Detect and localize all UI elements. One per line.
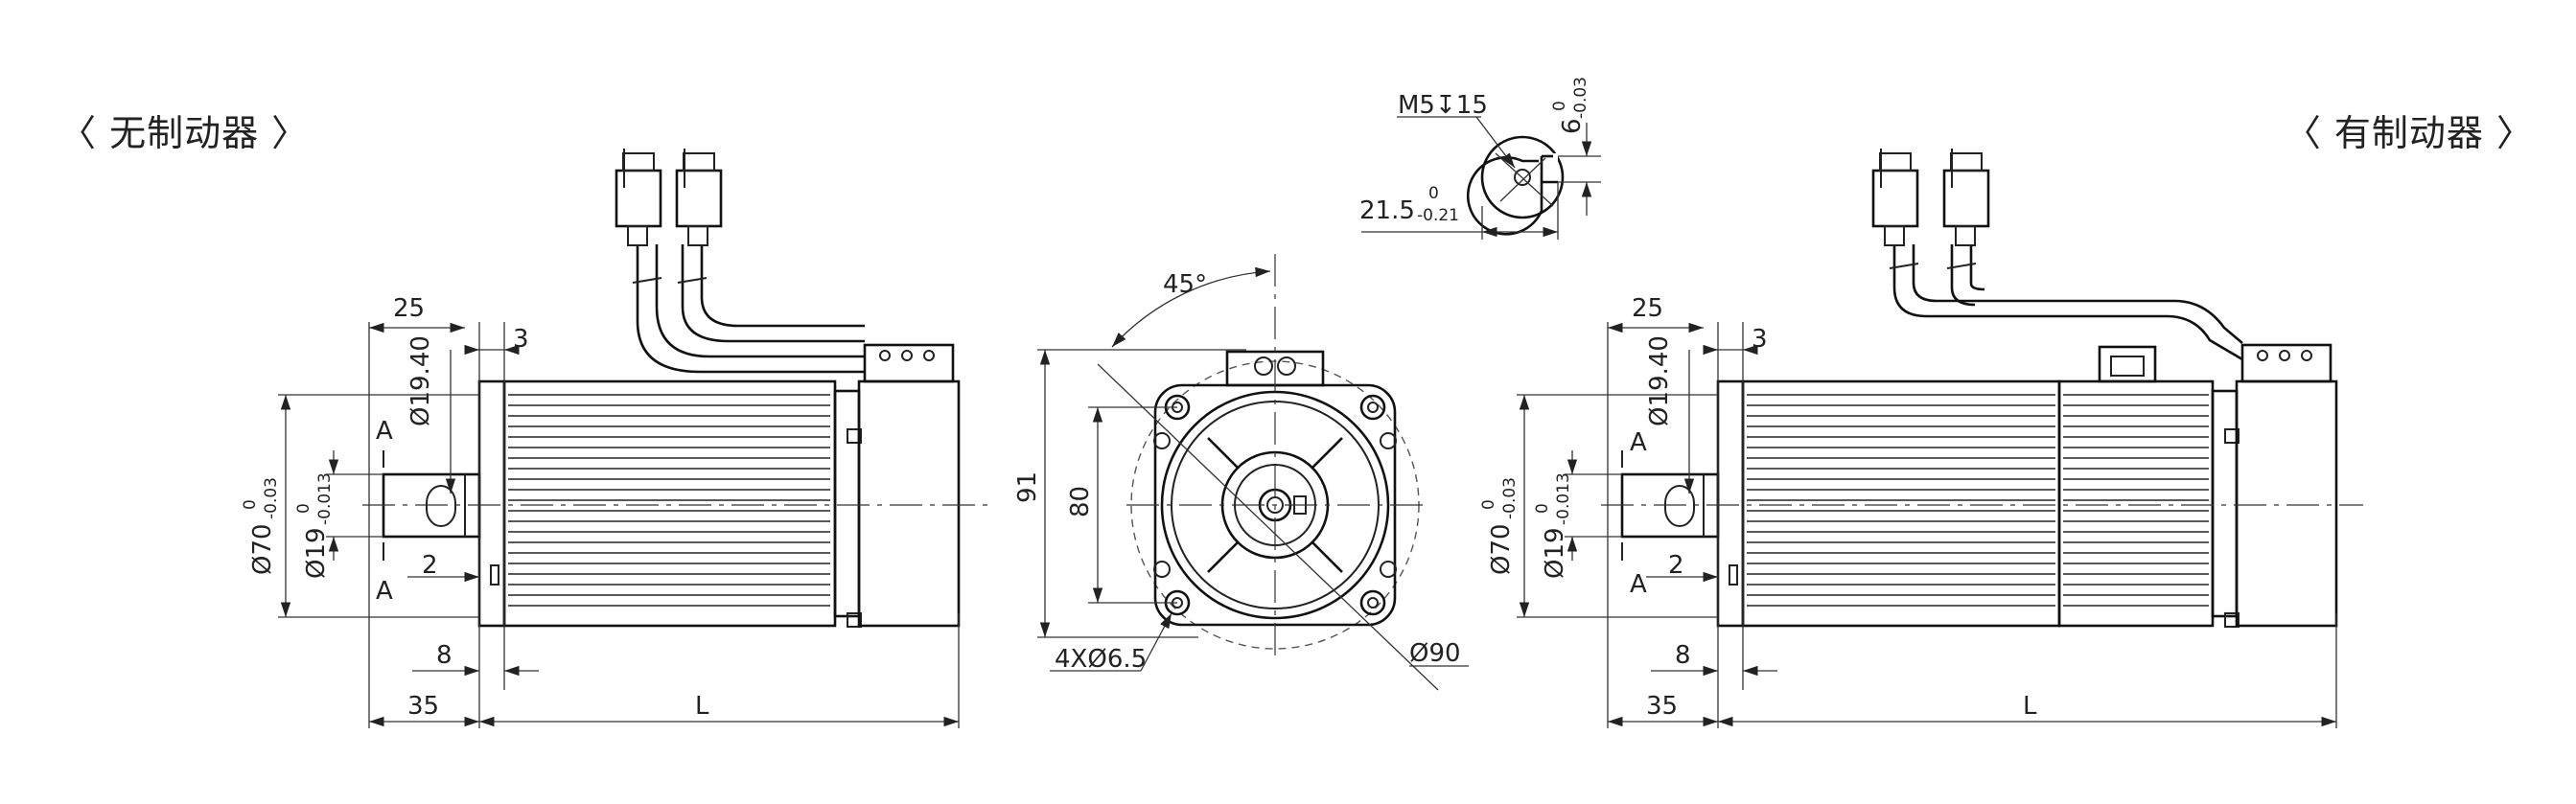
dim-thread: M5↧15 [1398,91,1488,120]
dim-shaft-cut-tol-lower: -0.21 [1417,206,1459,225]
shaft-cross-section [1466,156,1543,236]
shaft-key [1664,485,1695,527]
dim-shaft-tol-lower: -0.013 [1554,472,1573,525]
dim-step: 3 [1752,325,1768,354]
dim-shaft-cut: 21.5 [1359,196,1415,225]
brake-housing [2057,379,2215,628]
dim-key-tol-upper: 0 [1550,101,1569,111]
dim-shaft-tol-upper: 0 [294,503,313,514]
encoder-connector [1942,169,1990,228]
title-no-brake: 〈 无制动器 〉 [59,112,310,154]
section-a-a: M5↧15 6 0 -0.03 21.5 0 -0.21 [1359,77,1601,240]
dim-flange-thickness: 8 [436,641,453,670]
encoder-housing [2235,379,2338,628]
end-cap [833,389,861,618]
side-view-no-brake: 25 3 Ø19.40 Ø70 0 -0.03 Ø19 0 -0.013 A A [241,149,987,728]
dim-mount-holes: 4XØ6.5 [1055,645,1147,674]
section-mark-a-bottom: A [376,577,393,606]
dim-key-tol-lower: -0.03 [1571,77,1590,119]
section-mark-a-top: A [1630,428,1647,457]
shaft-key [426,485,456,527]
dim-shaft-dia: Ø19 [1541,527,1569,579]
connector-box [2240,343,2332,383]
dim-shaft-root-dia: Ø19.40 [406,335,435,426]
front-view: 45° 91 80 4XØ6.5 Ø90 [1013,254,1469,691]
title-with-brake: 〈 有制动器 〉 [2284,112,2534,154]
dim-key-offset: 2 [1668,551,1684,580]
dim-shaft-total: 35 [407,692,439,721]
connector-box [863,343,955,383]
dim-flange-tol-lower: -0.03 [1500,477,1520,519]
motor-body [502,379,837,628]
encoder-connector [675,169,723,228]
dim-angle: 45° [1163,270,1207,299]
dim-shaft-root-dia: Ø19.40 [1645,335,1674,426]
dim-square-inner: 80 [1066,486,1095,517]
dim-shaft-length: 25 [1632,294,1663,323]
dim-key-height: 6 [1558,118,1587,134]
section-mark-a-top: A [376,417,393,446]
dim-flange-tol-upper: 0 [1479,499,1498,510]
cooling-fins [508,394,830,607]
dim-step: 3 [513,325,529,354]
dim-flange-dia: Ø70 [1487,523,1516,575]
encoder-housing [857,379,961,628]
dim-flange-tol-lower: -0.03 [262,477,281,519]
brake-connector [2098,345,2157,383]
power-connector [615,169,662,228]
dim-pcd: Ø90 [1409,639,1461,668]
dim-shaft-tol-upper: 0 [1533,503,1552,514]
side-view-with-brake: 25 3 Ø19.40 Ø70 0 -0.03 Ø19 0 -0.013 A A… [1479,149,2363,728]
dim-flange-thickness: 8 [1675,641,1691,670]
dim-key-offset: 2 [422,551,438,580]
dim-flange-dia: Ø70 [248,523,277,575]
dim-body-length: L [2023,692,2037,721]
flange [477,379,506,628]
mount-hole [1359,394,1386,421]
mount-hole [1359,589,1386,616]
brake-fins [2063,394,2209,607]
dim-shaft-total: 35 [1646,692,1678,721]
section-mark-a-bottom: A [1630,570,1647,599]
end-cap [2211,389,2239,618]
cooling-fins [1747,394,2055,607]
dim-shaft-tol-lower: -0.013 [315,472,335,525]
dim-body-length: L [695,692,709,721]
dim-shaft-dia: Ø19 [302,527,331,579]
dim-square-outer: 91 [1013,471,1042,503]
dim-shaft-cut-tol-upper: 0 [1428,184,1439,203]
motor-body [1741,379,2061,628]
power-connector [1871,169,1919,228]
flange [1716,379,1745,628]
dim-flange-tol-upper: 0 [241,499,260,510]
dim-shaft-length: 25 [393,294,425,323]
